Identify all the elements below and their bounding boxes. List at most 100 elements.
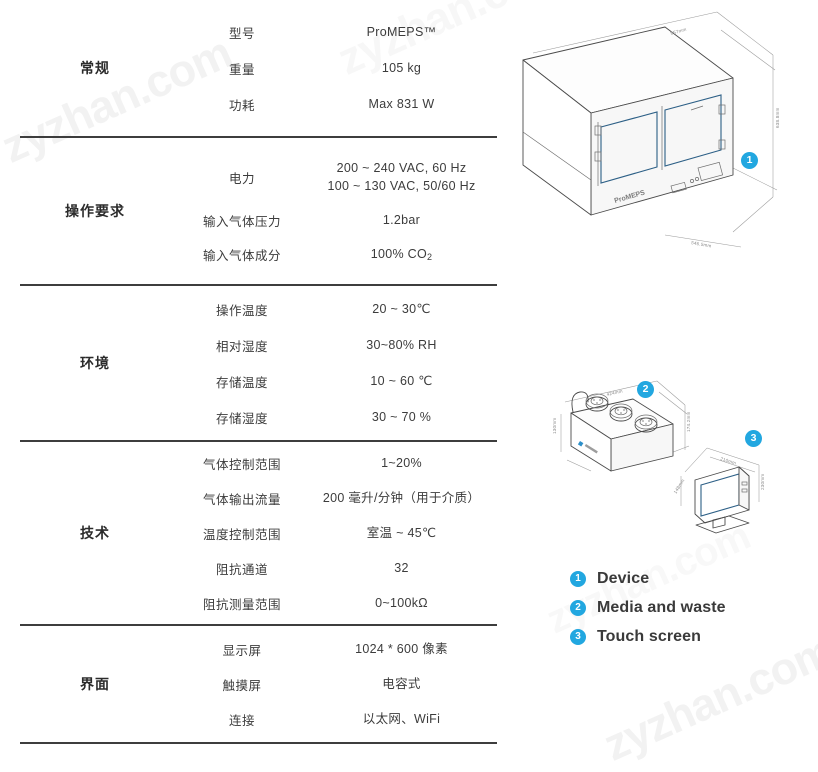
row-value: 室温 ~ 45℃ — [366, 525, 437, 540]
table-row: 温度控制范围 室温 ~ 45℃ — [170, 516, 497, 551]
table-row: 操作温度 20 ~ 30℃ — [170, 291, 497, 327]
row-value-text: 100% CO — [370, 246, 427, 261]
group-title-interface: 界面 — [80, 676, 110, 692]
device-control-panel — [670, 161, 724, 194]
screen-port-2 — [741, 488, 748, 493]
legend-label-media-and-waste: Media and waste — [597, 598, 726, 616]
row-label: 触摸屏 — [222, 678, 262, 693]
legend-badge-1: 1 — [570, 570, 586, 587]
screen-stand-base — [695, 515, 750, 534]
legend-label-device: Device — [597, 569, 650, 587]
dimension-label-width: 546.5mm — [691, 240, 712, 248]
row-label: 存储温度 — [215, 375, 268, 390]
media-cap-2 — [609, 403, 633, 422]
legend-item-touch-screen[interactable]: 3 Touch screen — [570, 622, 810, 651]
row-value: 以太网、WiFi — [362, 711, 441, 726]
row-label: 阻抗测量范围 — [202, 597, 281, 612]
group-rows-environment: 操作温度 20 ~ 30℃ 相对湿度 30~80% RH 存储温度 10 ~ 6… — [170, 291, 497, 435]
table-row: 电力 200 ~ 240 VAC, 60 Hz 100 ~ 130 VAC, 5… — [170, 151, 497, 203]
row-value: 105 kg — [381, 60, 422, 75]
row-label: 连接 — [228, 713, 255, 728]
row-label: 输入气体成分 — [202, 248, 281, 263]
dimension-label-media-depth: 130mm — [552, 418, 557, 434]
row-value: 200 ~ 240 VAC, 60 Hz 100 ~ 130 VAC, 50/6… — [314, 159, 497, 195]
table-row: 输入气体成分 100% CO2 — [170, 237, 497, 271]
dimension-label-depth: 957mm — [670, 27, 687, 36]
table-row: 显示屏 1024 * 600 像素 — [170, 632, 497, 667]
row-label: 输入气体压力 — [202, 214, 281, 229]
group-title-environment: 环境 — [80, 355, 110, 371]
device-illustration: ProMEPS 957mm 638.8mm 546.5mm — [522, 11, 780, 249]
group-rows-general: 型号 ProMEPS™ 重量 105 kg 功耗 Max 831 W — [170, 14, 497, 122]
row-value: 100% CO2 — [314, 245, 497, 263]
row-value: 32 — [394, 560, 409, 575]
table-row: 气体输出流量 200 毫升/分钟（用于介质） — [170, 481, 497, 516]
callout-badge-2[interactable]: 2 — [637, 381, 654, 398]
row-label: 操作温度 — [215, 303, 268, 318]
spec-group-general: 常规 型号 ProMEPS™ 重量 105 kg 功耗 Max 831 W — [20, 0, 497, 138]
callout-badge-1[interactable]: 1 — [741, 152, 758, 169]
device-door-left — [594, 111, 658, 186]
table-row: 相对湿度 30~80% RH — [170, 327, 497, 363]
table-row: 阻抗测量范围 0~100kΩ — [170, 586, 497, 621]
legend-item-media-and-waste[interactable]: 2 Media and waste — [570, 593, 810, 622]
row-value: 30~80% RH — [366, 337, 437, 352]
table-row: 功耗 Max 831 W — [170, 86, 497, 122]
screen-port-1 — [741, 481, 748, 486]
group-title-general: 常规 — [80, 60, 110, 76]
spec-group-operating-requirements: 操作要求 电力 200 ~ 240 VAC, 60 Hz 100 ~ 130 V… — [20, 138, 497, 286]
row-label: 功耗 — [228, 98, 255, 113]
screen-back-edge — [738, 466, 750, 511]
row-value-line-1: 200 ~ 240 VAC, 60 Hz — [336, 160, 467, 175]
row-label: 气体输出流量 — [202, 492, 281, 507]
group-rows-technology: 气体控制范围 1~20% 气体输出流量 200 毫升/分钟（用于介质） 温度控制… — [170, 446, 497, 621]
legend-item-device[interactable]: 1 Device — [570, 564, 810, 593]
table-row: 存储温度 10 ~ 60 ℃ — [170, 363, 497, 399]
group-title-technology: 技术 — [80, 525, 110, 541]
row-value: Max 831 W — [368, 96, 435, 111]
legend-badge-2: 2 — [570, 599, 586, 616]
spec-group-technology: 技术 气体控制范围 1~20% 气体输出流量 200 毫升/分钟（用于介质） 温… — [20, 442, 497, 626]
media-and-waste-illustration: 424mm 174.2mm 130mm — [552, 380, 691, 472]
row-value: ProMEPS™ — [366, 24, 437, 39]
table-row: 连接 以太网、WiFi — [170, 702, 497, 737]
legend-label-touch-screen: Touch screen — [597, 627, 702, 645]
row-label: 气体控制范围 — [202, 457, 281, 472]
callout-badge-3[interactable]: 3 — [745, 430, 762, 447]
media-cap-1 — [585, 393, 609, 412]
table-row: 存储湿度 30 ~ 70 % — [170, 399, 497, 435]
row-value: 20 ~ 30℃ — [372, 301, 431, 316]
row-value: 1.2bar — [382, 212, 421, 227]
row-label: 重量 — [228, 62, 255, 77]
row-value: 1~20% — [381, 455, 422, 470]
table-row: 型号 ProMEPS™ — [170, 14, 497, 50]
media-handle — [571, 391, 589, 413]
row-value-subscript: 2 — [426, 251, 433, 262]
dimension-label-screen-depth: 148mm — [673, 478, 686, 494]
row-value-line-2: 100 ~ 130 VAC, 50/60 Hz — [327, 179, 476, 193]
table-row: 阻抗通道 32 — [170, 551, 497, 586]
product-diagram-panel: ProMEPS 957mm 638.8mm 546.5mm 1 — [505, 0, 818, 764]
row-value: 1024 * 600 像素 — [355, 641, 448, 656]
row-value: 30 ~ 70 % — [371, 409, 432, 424]
media-cap-3 — [634, 414, 658, 433]
screen-dimension-guides — [680, 447, 760, 506]
device-front-seam — [522, 131, 592, 181]
table-row: 重量 105 kg — [170, 50, 497, 86]
dimension-label-screen-height: 230mm — [760, 474, 765, 490]
media-front-face — [570, 412, 612, 472]
device-door-right — [661, 94, 726, 170]
row-value: 200 毫升/分钟（用于介质） — [322, 490, 481, 505]
row-label: 相对湿度 — [215, 339, 268, 354]
device-front-face — [522, 59, 592, 216]
row-value: 电容式 — [382, 676, 421, 691]
row-label: 阻抗通道 — [215, 562, 268, 577]
dimension-label-media-width: 424mm — [606, 388, 623, 397]
table-row: 触摸屏 电容式 — [170, 667, 497, 702]
touch-screen-illustration: 210mm 230mm 148mm — [673, 447, 765, 534]
row-label: 存储湿度 — [215, 411, 268, 426]
row-label: 电力 — [228, 171, 255, 186]
row-label: 型号 — [228, 26, 255, 41]
row-label: 温度控制范围 — [202, 527, 281, 542]
